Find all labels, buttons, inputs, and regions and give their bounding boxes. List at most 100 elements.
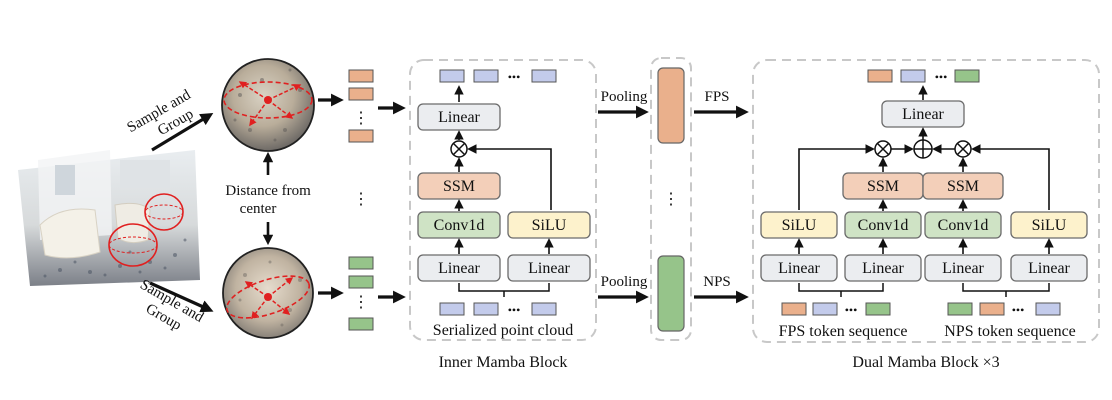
salmon-token: [781, 302, 807, 316]
nps-pooled-token: [657, 255, 685, 332]
horizontal-dots: •••: [845, 303, 858, 317]
horizontal-dots: •••: [935, 70, 948, 84]
arrow-silu2-to-mul: [971, 144, 1050, 210]
green-token: [348, 317, 374, 331]
blue-token: [900, 69, 926, 83]
blue-token: [531, 302, 557, 316]
salmon-token-column: ⋮: [348, 69, 374, 143]
inner-ssm-label: SSM: [443, 178, 475, 195]
inner-linear-top-label: Linear: [438, 109, 480, 126]
inner-mamba-block-frame: [409, 59, 597, 341]
salmon-token: [348, 87, 374, 101]
fps-label: FPS: [704, 89, 729, 105]
arrow-silu-to-mul: [467, 144, 552, 210]
green-token: [947, 302, 973, 316]
salmon-token: [348, 69, 374, 83]
green-token: [348, 275, 374, 289]
inner-conv1d-label: Conv1d: [434, 217, 485, 234]
inner-ssm-box: [417, 172, 501, 200]
inner-multiply-op: [450, 140, 468, 158]
vertical-dots: ⋮: [353, 110, 369, 127]
green-token: [954, 69, 980, 83]
dual-linear-3-label: Linear: [942, 260, 984, 277]
dual-linear-top-box: [881, 100, 965, 128]
blue-token: [473, 302, 499, 316]
inner-linear-right-label: Linear: [528, 260, 570, 277]
dual-add-op: [913, 139, 933, 159]
nps-token-sequence: •••: [947, 302, 1061, 317]
inner-output-tokens: •••: [439, 69, 557, 84]
fps-token-sequence-label: FPS token sequence: [779, 323, 908, 340]
dual-conv1d-2-label: Conv1d: [938, 217, 989, 234]
dual-output-tokens: •••: [867, 69, 980, 84]
blue-token: [439, 302, 465, 316]
inner-linear-top-box: [417, 103, 501, 131]
dual-ssm-left-label: SSM: [867, 178, 899, 195]
horizontal-dots: •••: [508, 70, 521, 84]
salmon-token: [348, 129, 374, 143]
horizontal-dots: •••: [508, 303, 521, 317]
dual-linear-1-label: Linear: [778, 260, 820, 277]
pooling-top-label: Pooling: [601, 89, 648, 105]
scene-point-cloud: [18, 150, 200, 286]
dual-conv1d-2-box: [924, 211, 1002, 239]
pooled-tokens-frame: [650, 57, 692, 341]
dual-mamba-block-frame: [752, 59, 1100, 343]
distance-from-center-label: Distance from center: [225, 183, 314, 217]
vertical-dots: ⋮: [353, 191, 369, 208]
dual-linear-3-box: [924, 254, 1002, 282]
fps-token-sequence: •••: [781, 302, 891, 317]
dual-linear-4-label: Linear: [1028, 260, 1070, 277]
green-token: [865, 302, 891, 316]
dual-ssm-right-box: [922, 172, 1004, 200]
fps-pooled-token: [657, 67, 685, 144]
blue-token: [473, 69, 499, 83]
dual-silu-1-label: SiLU: [782, 217, 817, 234]
inner-input-tokens: •••: [439, 302, 557, 317]
dual-conv1d-1-label: Conv1d: [858, 217, 909, 234]
inner-mamba-block-caption: Inner Mamba Block: [439, 354, 568, 371]
blue-token: [812, 302, 838, 316]
dual-silu-2-label: SiLU: [1032, 217, 1067, 234]
inner-linear-right-box: [507, 254, 591, 282]
blue-token: [1035, 302, 1061, 316]
inner-linear-left-label: Linear: [438, 260, 480, 277]
dual-silu-2-box: [1010, 211, 1088, 239]
inner-silu-box: [507, 211, 591, 239]
salmon-token: [979, 302, 1005, 316]
bottom-sphere-group: [222, 247, 314, 339]
dual-multiply-left-op: [874, 140, 892, 158]
arrow-to-top-sphere: [151, 113, 214, 152]
vertical-dots: ⋮: [663, 191, 679, 208]
blue-token: [439, 69, 465, 83]
nps-input-fork: [962, 283, 1050, 292]
dual-mamba-block-caption: Dual Mamba Block ×3: [852, 354, 999, 371]
inner-linear-left-box: [417, 254, 501, 282]
inner-silu-label: SiLU: [532, 217, 567, 234]
vertical-dots: ⋮: [353, 294, 369, 311]
salmon-token: [867, 69, 893, 83]
dual-silu-1-box: [760, 211, 838, 239]
nps-label: NPS: [703, 274, 731, 290]
dual-ssm-right-label: SSM: [947, 178, 979, 195]
dual-linear-2-box: [844, 254, 922, 282]
dual-linear-4-box: [1010, 254, 1088, 282]
green-token-column: ⋮: [348, 256, 374, 331]
pooling-bottom-label: Pooling: [601, 274, 648, 290]
inner-conv1d-box: [417, 211, 501, 239]
serialized-point-cloud-label: Serialized point cloud: [433, 322, 573, 339]
top-sphere-group: [221, 58, 315, 152]
blue-token: [531, 69, 557, 83]
dual-conv1d-1-box: [844, 211, 922, 239]
green-token: [348, 256, 374, 270]
dual-multiply-right-op: [954, 140, 972, 158]
fps-input-fork: [798, 283, 884, 292]
horizontal-dots: •••: [1012, 303, 1025, 317]
dual-linear-2-label: Linear: [862, 260, 904, 277]
dual-linear-top-label: Linear: [902, 106, 944, 123]
arrow-silu1-to-mul: [798, 144, 875, 210]
arrow-to-bottom-sphere: [149, 281, 214, 313]
inner-input-fork: [458, 283, 550, 292]
nps-token-sequence-label: NPS token sequence: [944, 323, 1076, 340]
